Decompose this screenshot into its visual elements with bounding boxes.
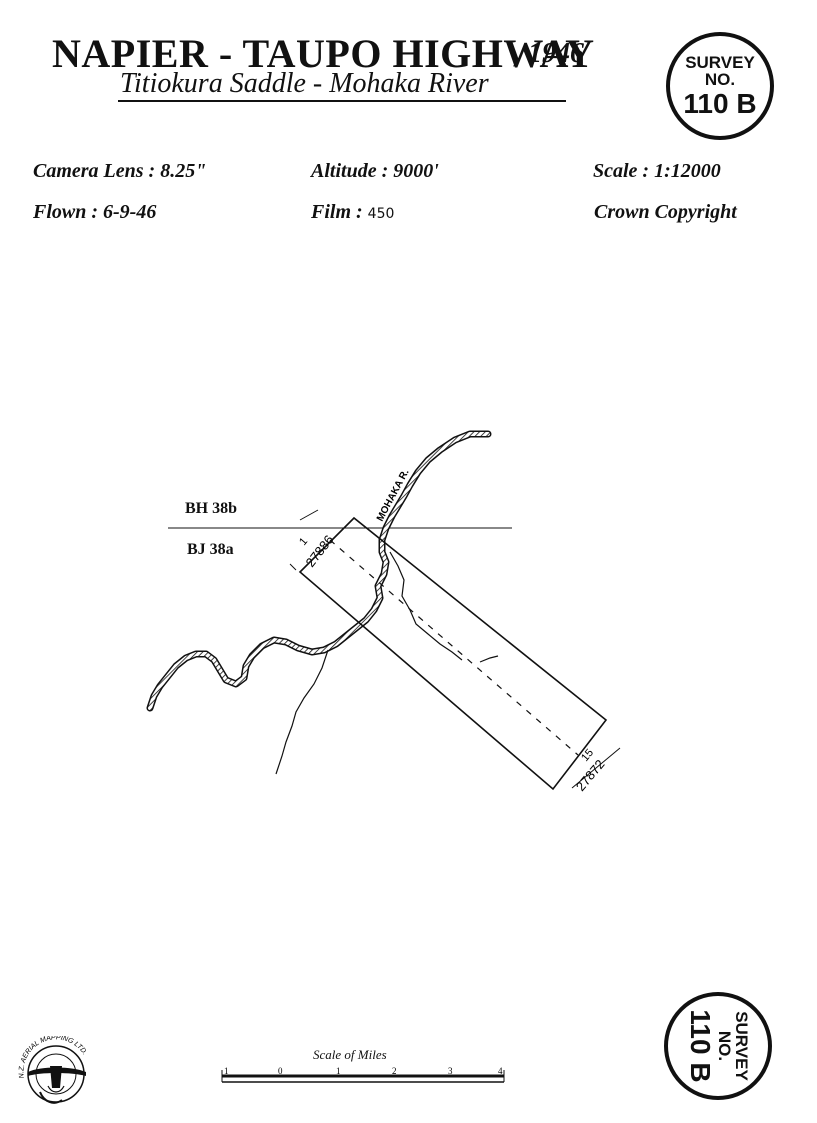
stamp-line-number: 110 B xyxy=(683,88,757,119)
sheet-label-north: BH 38b xyxy=(185,500,238,517)
scale-bar: 1 0 1 2 3 4 xyxy=(221,1066,505,1083)
film-value: 450 xyxy=(367,206,395,222)
scale-tick-label: 1 xyxy=(224,1066,229,1076)
nz-aerial-mapping-logo: N.Z. AERIAL MAPPING LTD. xyxy=(18,1036,88,1104)
run-end-leader xyxy=(571,747,621,789)
scale-tick-label: 0 xyxy=(278,1066,283,1076)
stamp-line-no: NO. xyxy=(704,70,736,89)
run-end-number: 27872 xyxy=(573,757,608,794)
sheet-label-south: BJ 38a xyxy=(187,541,234,558)
scale-tick-label: 4 xyxy=(498,1066,503,1076)
mohaka-river xyxy=(146,430,492,712)
tributary-stream-small xyxy=(479,655,499,663)
scale-caption: Scale of Miles xyxy=(313,1047,387,1062)
altitude: Altitude : 9000' xyxy=(311,160,439,182)
title-year: , 1946 xyxy=(514,38,584,69)
run-start-frame: 1 xyxy=(297,536,310,548)
scale-tick-label: 3 xyxy=(448,1066,453,1076)
subtitle-underline xyxy=(118,100,566,102)
stamp-line-survey: SURVEY xyxy=(732,1011,751,1081)
run-start-number: 27886 xyxy=(303,532,337,570)
run-start-leader xyxy=(299,509,319,521)
river-hatching xyxy=(148,432,490,710)
survey-stamp-top: SURVEY NO. 110 B xyxy=(666,32,774,140)
tributary-stream-west xyxy=(275,649,329,775)
page-title: NAPIER - TAUPO HIGHWAY xyxy=(52,31,595,76)
camera-lens: Camera Lens : 8.25" xyxy=(33,160,207,182)
survey-stamp-bottom: SURVEY NO. 110 B xyxy=(664,992,772,1100)
film: Film : 450 xyxy=(311,201,394,224)
stamp-line-survey: SURVEY xyxy=(685,53,755,72)
page-subtitle: Titiokura Saddle - Mohaka River xyxy=(120,68,489,99)
film-label: Film : xyxy=(311,201,363,223)
tributary-stream-east xyxy=(389,551,463,661)
flight-strip-outline xyxy=(298,516,608,791)
flight-line xyxy=(329,539,579,756)
crown-copyright: Crown Copyright xyxy=(594,201,737,223)
scale-tick-label: 2 xyxy=(392,1066,397,1076)
scale: Scale : 1:12000 xyxy=(593,160,721,182)
stamp-line-no: NO. xyxy=(715,1030,734,1062)
run-start-tick xyxy=(289,563,297,571)
stamp-line-number: 110 B xyxy=(685,1009,716,1083)
scale-tick-label: 1 xyxy=(336,1066,341,1076)
flown-date: Flown : 6-9-46 xyxy=(33,201,157,223)
